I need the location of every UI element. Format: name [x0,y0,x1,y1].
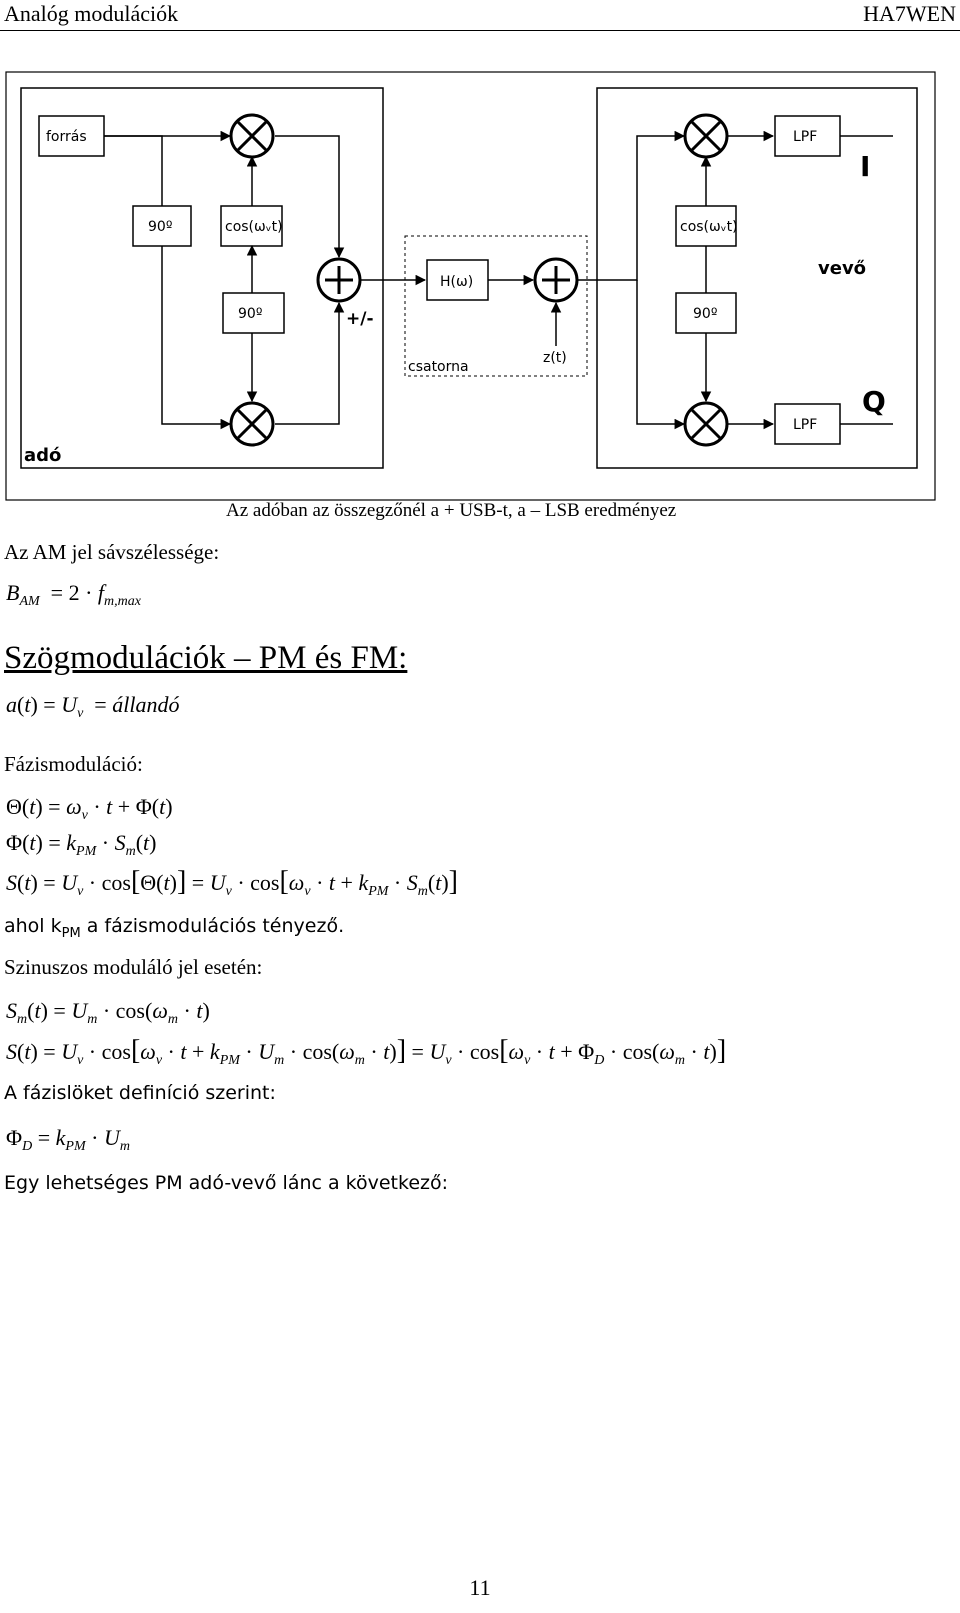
h-omega-label: H(ω) [440,274,473,290]
block-diagram: forrás 90º cos(ωᵥt) 90º H(ω) z(t) csator… [5,71,936,501]
zt-label: z(t) [543,350,567,366]
fazislöket-label: A fázislöket definíció szerint: [4,1082,276,1104]
diagram-caption: Az adóban az összegzőnél a + USB-t, a – … [226,500,677,521]
page-number: 11 [469,1575,491,1600]
header-author: HA7WEN [863,1,956,26]
plus-minus-label: +/- [346,309,374,329]
tx-cos-label: cos(ωᵥt) [225,219,283,235]
page-header: Analóg modulációk HA7WEN [0,0,960,31]
section-title: Szögmodulációk – PM és FM: [4,640,408,676]
lpf-upper-label: LPF [793,129,817,145]
tx-90-lower-label: 90º [238,306,262,322]
szinusz-label: Szinuszos moduláló jel esetén: [4,955,263,979]
eq-amplitude: a(t) = Uv = állandó [6,692,180,721]
eq-theta: Θ(t) = ωv · t + Φ(t) [6,794,173,823]
eq-bam: BAM = 2 · fm,max [6,580,141,609]
q-output-label: Q [862,385,886,418]
am-bandwidth-label: Az AM jel sávszélessége: [4,540,220,564]
rx-90-label: 90º [693,306,717,322]
lanc-text: Egy lehetséges PM adó-vevő lánc a követk… [4,1172,449,1194]
header-title: Analóg modulációk [4,1,179,26]
ahol-text: ahol kPM a fázismodulációs tényező. [4,915,345,941]
eq-phi: Φ(t) = kPM · Sm(t) [6,830,157,859]
eq-sm: Sm(t) = Um · cos(ωm · t) [6,998,210,1027]
fazismod-label: Fázismoduláció: [4,752,143,776]
vevo-label: vevő [818,258,866,279]
i-output-label: I [860,150,870,183]
eq-st-sin: S(t) = Uv · cos[ωv · t + kPM · Um · cos(… [6,1035,727,1068]
eq-phi-d: ΦD = kPM · Um [6,1125,130,1154]
ahol-desc: a fázismodulációs tényező. [86,915,345,937]
eq-st-pm: S(t) = Uv · cos[Θ(t)] = Uv · cos[ωv · t … [6,866,458,899]
ado-label: adó [24,445,61,466]
csatorna-label: csatorna [408,359,469,375]
rx-cos-label: cos(ωᵥt) [680,219,738,235]
lpf-lower-label: LPF [793,417,817,433]
forras-label: forrás [46,129,87,145]
tx-90-label: 90º [148,219,172,235]
